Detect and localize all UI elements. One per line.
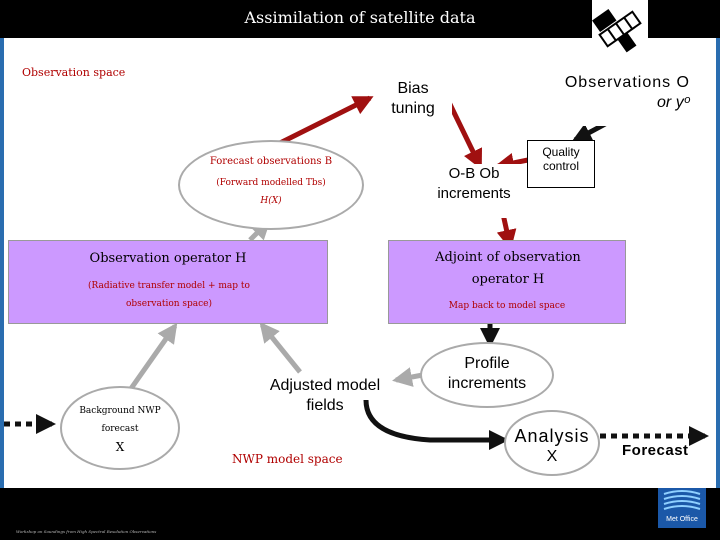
arrow-background-to-operator bbox=[127, 322, 178, 392]
ob-increments-label: O-B Ob increments bbox=[437, 165, 511, 202]
obs-operator-sub-label: (Radiative transfer model + map to obser… bbox=[88, 281, 250, 309]
adjoint-operator-box: Adjoint of observation operator H Map ba… bbox=[388, 240, 626, 324]
arrow-adjusted-to-operator bbox=[259, 321, 302, 374]
bias-tuning-box: Bias tuning bbox=[374, 76, 452, 124]
quality-control-box: Quality control bbox=[527, 140, 595, 188]
footer-bar bbox=[0, 488, 720, 540]
profile-increments-ellipse: Profile increments bbox=[420, 342, 554, 408]
page-title: Assimilation of satellite data bbox=[244, 8, 476, 27]
bias-tuning-label: Bias tuning bbox=[391, 80, 435, 117]
nwp-model-space-label: NWP model space bbox=[232, 452, 343, 466]
analysis-x-label: X bbox=[546, 448, 558, 465]
observation-operator-box: Observation operator H (Radiative transf… bbox=[8, 240, 328, 324]
observations-label: Observations O bbox=[564, 74, 690, 91]
met-office-logo-text: Met Office bbox=[666, 516, 698, 523]
map-back-label: Map back to model space bbox=[448, 301, 566, 311]
observation-space-label: Observation space bbox=[22, 66, 126, 79]
obs-operator-label: Observation operator H bbox=[89, 251, 247, 266]
met-office-logo bbox=[658, 488, 706, 528]
adjoint-label: Adjoint of observation operator H bbox=[435, 250, 581, 287]
forecast-obs-label: Forecast observations B bbox=[209, 156, 333, 167]
forward-modelled-label: (Forward modelled Tbs) bbox=[216, 178, 326, 188]
analysis-label: Analysis bbox=[514, 426, 590, 446]
forecast-label: Forecast bbox=[622, 442, 689, 459]
forecast-obs-ellipse: Forecast observations B (Forward modelle… bbox=[178, 140, 364, 230]
ob-increments-box: O-B Ob increments bbox=[424, 164, 524, 218]
adjusted-fields-box: Adjusted model fields bbox=[250, 376, 400, 422]
adjusted-fields-label: Adjusted model fields bbox=[269, 377, 381, 414]
background-x-label: X bbox=[115, 440, 125, 454]
background-label: Background NWP forecast bbox=[79, 406, 161, 434]
or-y-label: or yᵒ bbox=[657, 94, 690, 111]
background-ellipse: Background NWP forecast X bbox=[60, 386, 180, 470]
analysis-ellipse: Analysis X bbox=[504, 410, 600, 476]
profile-increments-label: Profile increments bbox=[447, 355, 527, 392]
quality-control-label: Quality control bbox=[542, 145, 580, 173]
observations-box: Observations O or yᵒ bbox=[560, 74, 690, 126]
footer-note: Workshop on Soundings from High Spectral… bbox=[16, 529, 157, 534]
arrow-profile-to-analysis bbox=[363, 399, 509, 450]
hx-label: H(X) bbox=[260, 196, 282, 206]
satellite-icon bbox=[592, 0, 648, 58]
